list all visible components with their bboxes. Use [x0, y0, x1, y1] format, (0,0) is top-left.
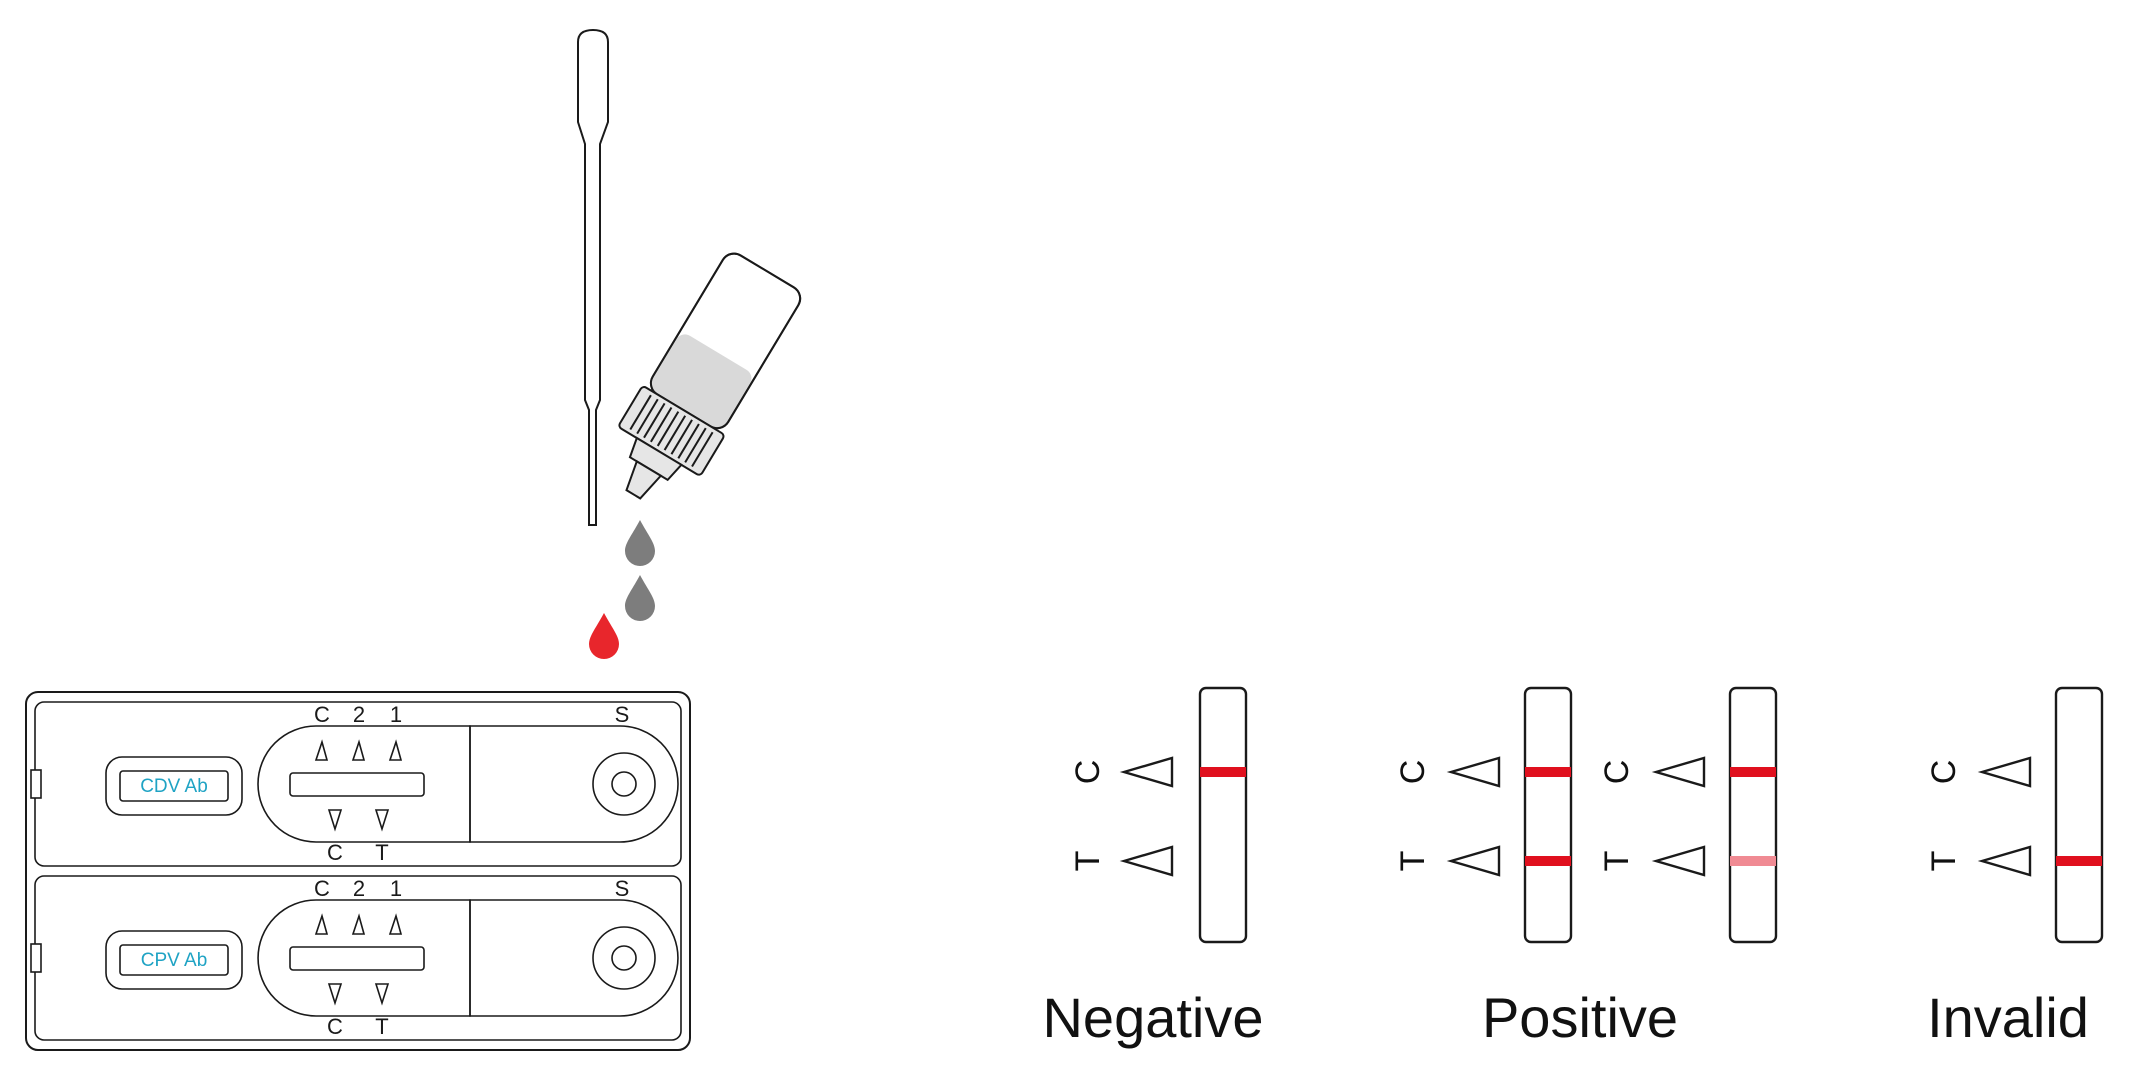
t-letter: T	[1598, 851, 1636, 872]
sample-well-mark: S	[615, 702, 630, 727]
c-arrow-icon	[1119, 756, 1174, 788]
blood-drop-icon	[589, 613, 619, 659]
t-letter: T	[1394, 851, 1432, 872]
window-mark-c: C	[314, 702, 330, 727]
result-label-positive: Positive	[1482, 986, 1678, 1049]
test-line	[1730, 856, 1776, 866]
buffer-drop-icon	[625, 520, 655, 566]
c-letter: C	[1394, 760, 1432, 785]
control-line	[1200, 767, 1246, 777]
window-mark-2: 2	[353, 702, 365, 727]
window-mark-1: 1	[390, 876, 402, 901]
window-mark-2: 2	[353, 876, 365, 901]
result-strip-negative: C T	[1069, 686, 1248, 944]
c-arrow-icon	[1446, 756, 1501, 788]
dropper-bottle-icon	[618, 252, 802, 500]
t-letter: T	[1069, 851, 1107, 872]
cassette-cpv	[30, 875, 682, 1041]
t-arrow-icon	[1651, 845, 1706, 877]
t-arrow-icon	[1977, 845, 2032, 877]
result-label-negative: Negative	[1042, 986, 1263, 1049]
c-letter: C	[1598, 760, 1636, 785]
cassette-cdv	[30, 701, 682, 867]
t-arrow-icon	[1119, 845, 1174, 877]
result-strip-positive-weak: C T	[1598, 686, 1778, 944]
c-letter: C	[1925, 760, 1963, 785]
c-arrow-icon	[1977, 756, 2032, 788]
sample-well-mark: S	[615, 876, 630, 901]
buffer-drop-icon	[625, 575, 655, 621]
bottle-liquid	[651, 334, 752, 428]
window-mark-t-bottom: T	[375, 1014, 388, 1039]
cassette-id-label: CPV Ab	[141, 950, 208, 971]
test-line	[1525, 856, 1571, 866]
control-line	[1525, 767, 1571, 777]
control-line	[1730, 767, 1776, 777]
c-arrow-icon	[1651, 756, 1706, 788]
c-letter: C	[1069, 760, 1107, 785]
cassette-id-label: CDV Ab	[140, 776, 208, 797]
window-mark-t-bottom: T	[375, 840, 388, 865]
window-mark-c-bottom: C	[327, 840, 343, 865]
t-arrow-icon	[1446, 845, 1501, 877]
window-mark-c-bottom: C	[327, 1014, 343, 1039]
window-mark-1: 1	[390, 702, 402, 727]
window-mark-c: C	[314, 876, 330, 901]
result-strip-positive: C T	[1394, 686, 1573, 944]
test-line	[2056, 856, 2102, 866]
pipette-icon	[577, 28, 609, 526]
result-label-invalid: Invalid	[1927, 986, 2089, 1049]
result-strip-invalid: C T	[1925, 686, 2104, 944]
t-letter: T	[1925, 851, 1963, 872]
